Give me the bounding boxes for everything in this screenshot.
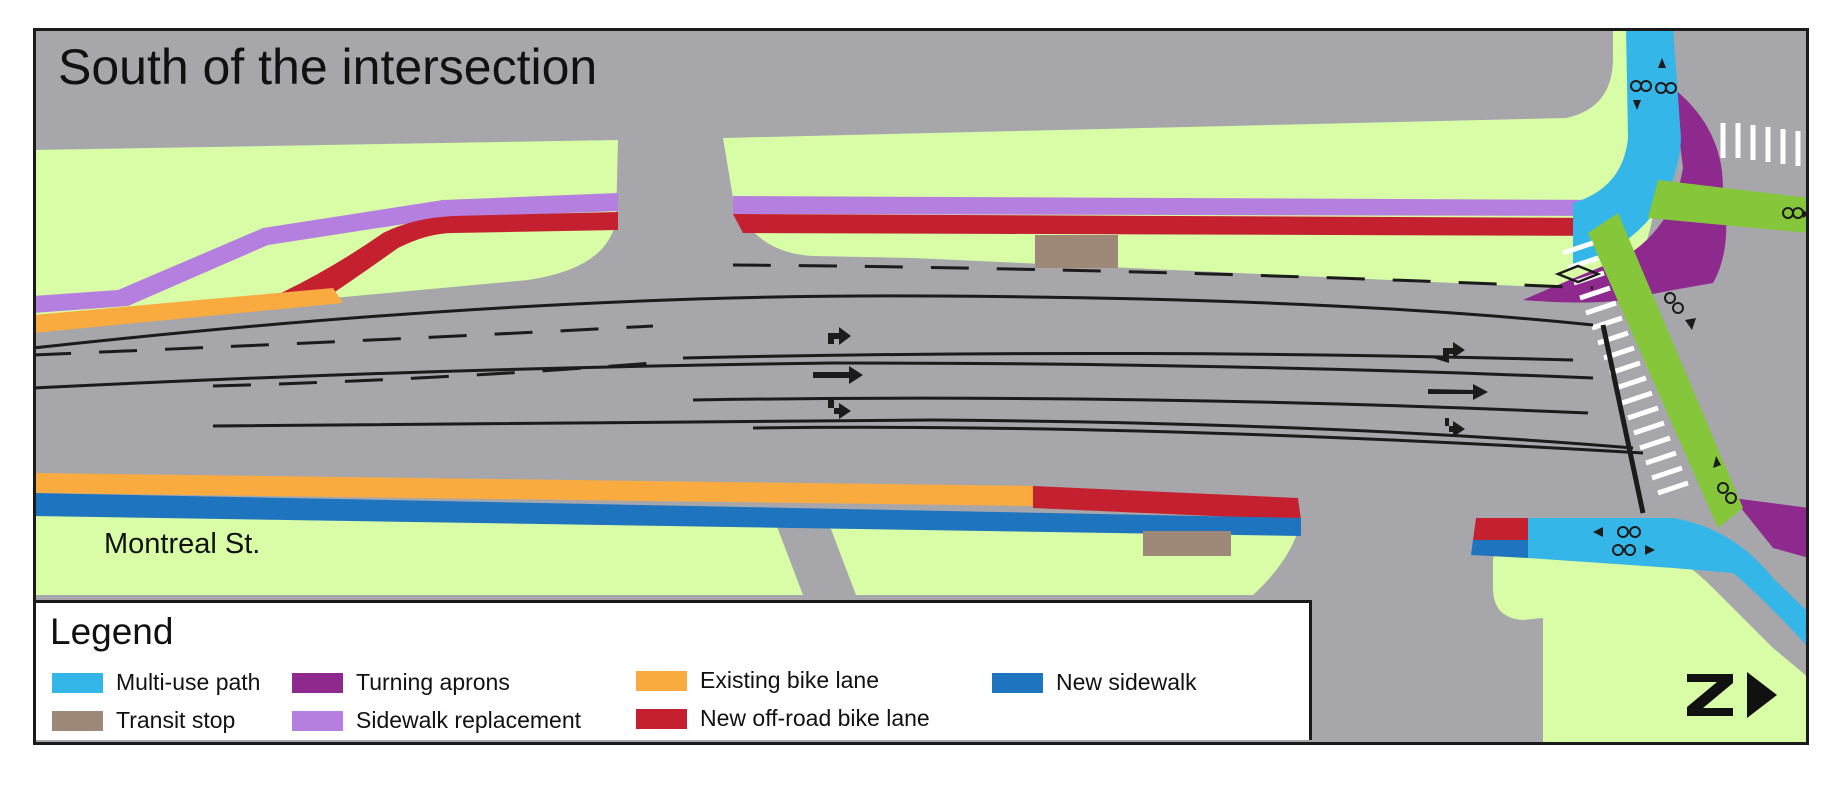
lane-markings: [33, 294, 1644, 455]
map-border: [33, 28, 1809, 745]
bike-lane-new-s: [1033, 486, 1301, 520]
legend-item-sidewalk-replacement: Sidewalk replacement: [292, 707, 581, 734]
north-pointer-icon: [1747, 672, 1777, 718]
multi-use-path-south: [1528, 518, 1809, 648]
legend-item-multi-use-path: Multi-use path: [52, 669, 260, 696]
cycle-track-crossing: [1588, 213, 1743, 528]
legend-label: Existing bike lane: [700, 667, 879, 693]
legend-item-transit-stop: Transit stop: [52, 707, 235, 734]
turning-apron-north: [1523, 88, 1727, 303]
legend-label: Turning aprons: [356, 669, 510, 695]
path-arrows: [1593, 58, 1809, 555]
north-arrow-icon: [1685, 670, 1779, 720]
bike-lane-new-n: [733, 214, 1618, 236]
legend-swatch: [52, 710, 103, 731]
legend-item-turning-aprons: Turning aprons: [292, 669, 510, 696]
north-letter-icon: [1687, 674, 1733, 716]
street-label: Montreal St.: [104, 528, 261, 560]
legend-swatch: [636, 708, 687, 729]
transit-stop-south: [1143, 531, 1231, 556]
right-turn-arrow-icon-2: [1433, 418, 1465, 437]
legend-label: New off-road bike lane: [700, 705, 930, 731]
legend-item-new-sidewalk: New sidewalk: [992, 669, 1197, 696]
grass-area-sw: [33, 503, 803, 595]
sidewalk-replacement-n: [733, 196, 1618, 216]
bike-symbols: [1612, 80, 1804, 556]
legend-label: Sidewalk replacement: [356, 707, 582, 733]
legend-swatch: [52, 672, 103, 693]
straight-arrow-icon-2: [1428, 384, 1488, 400]
new-sidewalk-se: [1471, 540, 1528, 558]
new-sidewalk-s: [33, 493, 1301, 536]
transit-stop-north: [1035, 235, 1118, 268]
legend-label: Multi-use path: [116, 669, 261, 695]
legend-item-existing-bike-lane: Existing bike lane: [636, 667, 879, 694]
bike-lane-new-se: [1473, 518, 1528, 540]
bike-lane-existing-s: [33, 473, 1033, 506]
grass-area-se: [1493, 532, 1809, 745]
left-turn-arrow-icon: [818, 327, 851, 345]
page-title: South of the intersection: [58, 39, 598, 95]
left-turn-arrow-icon-2: [1433, 342, 1465, 363]
legend-swatch: [292, 710, 343, 731]
legend-swatch: [992, 672, 1043, 693]
diamond-marking-icon: [1554, 264, 1602, 284]
legend-item-new-off-road-bike-lane: New off-road bike lane: [636, 705, 930, 732]
right-turn-arrow-icon: [818, 400, 851, 419]
bike-lane-existing-nw: [33, 288, 343, 333]
legend-title: Legend: [50, 611, 174, 652]
stop-bar: [1600, 324, 1646, 514]
lane-dashes: [33, 263, 1594, 388]
cycle-track-east: [1648, 180, 1809, 233]
legend-swatch: [636, 670, 687, 691]
straight-arrow-icon: [813, 366, 863, 384]
legend-swatch: [292, 672, 343, 693]
legend-label: New sidewalk: [1056, 669, 1197, 695]
legend-label: Transit stop: [116, 707, 236, 733]
crosswalk-east: [1720, 123, 1801, 166]
sidewalk-replacement-nw: [33, 193, 618, 313]
lane-arrows: [813, 327, 1488, 437]
legend: Legend Multi-use path Transit stop Turni…: [36, 600, 1312, 740]
turning-apron-south: [1733, 498, 1809, 558]
